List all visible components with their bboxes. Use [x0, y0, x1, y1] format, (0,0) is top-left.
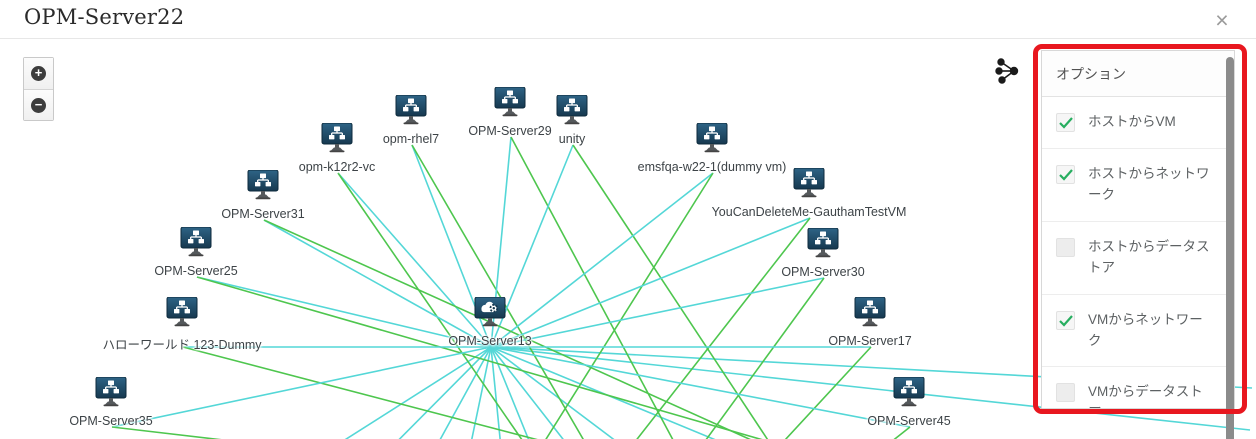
option-row[interactable]: ホストからネットワーク — [1042, 149, 1234, 222]
node-label: ハローワールド 123-Dummy — [102, 338, 262, 352]
link-vm-to-network — [510, 136, 674, 439]
link-vm-to-network — [572, 144, 769, 439]
link-vm-to-network — [337, 172, 523, 439]
map-node[interactable]: YouCanDeleteMe-GauthamTestVM — [679, 167, 939, 219]
option-row[interactable]: ホストからデータストア — [1042, 222, 1234, 295]
node-label: OPM-Server13 — [448, 334, 532, 348]
checkbox-unchecked-icon[interactable] — [1056, 237, 1075, 257]
link-host-to-vm — [490, 172, 714, 348]
node-label: YouCanDeleteMe-GauthamTestVM — [711, 205, 907, 219]
options-panel: オプション ホストからVM ホストからネットワークホストからデータストア VMからネ… — [1041, 50, 1235, 409]
map-node[interactable]: emsfqa-w22-1(dummy vm) — [582, 122, 842, 174]
share-layout-icon[interactable] — [995, 57, 1021, 87]
option-label: ホストからネットワーク — [1088, 165, 1210, 202]
host-icon — [95, 376, 127, 407]
map-node[interactable]: OPM-Server35 — [0, 376, 241, 428]
node-label: opm-k12r2-vc — [298, 160, 376, 174]
link-host-to-vm — [490, 217, 811, 348]
host-icon — [893, 376, 925, 407]
option-label: ホストからデータストア — [1088, 238, 1210, 275]
checkbox-checked-icon[interactable] — [1056, 113, 1075, 132]
close-icon[interactable]: × — [1215, 7, 1229, 33]
host-icon — [166, 296, 198, 327]
host-icon — [321, 122, 353, 153]
link-host-to-vm — [490, 346, 530, 439]
zoom-out-button[interactable]: − — [24, 89, 53, 120]
link-vm-to-network — [545, 172, 714, 439]
link-vm-to-network — [636, 217, 811, 439]
link-host-to-vm — [490, 346, 501, 439]
option-label: ホストからVM — [1088, 114, 1176, 129]
link-host-to-vm — [490, 346, 1251, 431]
link-vm-to-network — [182, 346, 538, 439]
link-host-to-vm — [471, 346, 492, 439]
zoom-in-button[interactable]: + — [24, 58, 53, 89]
link-host-to-vm — [490, 346, 911, 428]
map-node[interactable]: OPM-Server45 — [779, 376, 1039, 428]
map-node[interactable]: OPM-Server13 — [360, 296, 620, 348]
host-icon — [494, 86, 526, 117]
map-node[interactable]: unity — [442, 94, 702, 146]
map-node[interactable]: OPM-Server31 — [133, 169, 393, 221]
link-host-to-vm — [196, 276, 492, 348]
host-icon — [854, 296, 886, 327]
zoom-controls: + − — [23, 57, 54, 121]
link-host-to-vm — [490, 346, 564, 439]
node-label: OPM-Server35 — [69, 414, 153, 428]
link-vm-to-network — [263, 219, 752, 439]
node-label: unity — [558, 132, 586, 146]
link-host-to-vm — [111, 346, 492, 428]
link-vm-to-network — [411, 144, 584, 439]
panel-scrollbar[interactable] — [1226, 57, 1234, 439]
link-vm-to-network — [111, 426, 222, 439]
link-vm-to-network — [196, 276, 763, 439]
link-vm-to-network — [893, 426, 911, 439]
map-node[interactable]: OPM-Server17 — [740, 296, 1000, 348]
minus-icon: − — [31, 97, 46, 113]
host-icon — [180, 226, 212, 257]
map-node[interactable]: OPM-Server29 — [380, 86, 640, 138]
option-label: VMからデータストア — [1088, 384, 1203, 408]
link-host-to-vm — [398, 346, 492, 439]
checkbox-unchecked-icon[interactable] — [1056, 383, 1075, 403]
plus-icon: + — [31, 66, 46, 81]
node-label: OPM-Server30 — [781, 265, 865, 279]
esx-host-icon — [474, 296, 506, 327]
option-row[interactable]: VMからデータストア — [1042, 367, 1234, 408]
host-icon — [395, 94, 427, 125]
link-host-to-vm — [337, 172, 492, 348]
option-row[interactable]: ホストからVM — [1042, 97, 1234, 149]
map-node[interactable]: opm-k12r2-vc — [207, 122, 467, 174]
checkbox-checked-icon[interactable] — [1056, 164, 1075, 184]
node-label: OPM-Server25 — [154, 264, 238, 278]
host-icon — [247, 169, 279, 200]
link-host-to-vm — [490, 346, 615, 439]
link-vm-to-network — [784, 346, 872, 439]
node-label: OPM-Server29 — [468, 124, 552, 138]
host-icon — [793, 167, 825, 198]
link-vm-to-network — [705, 277, 825, 439]
node-label: OPM-Server31 — [221, 207, 305, 221]
link-host-to-vm — [344, 346, 492, 439]
link-host-to-vm — [263, 219, 492, 348]
options-panel-title: オプション — [1042, 51, 1234, 97]
host-icon — [696, 122, 728, 153]
option-row[interactable]: VMからネットワーク — [1042, 295, 1234, 368]
map-node[interactable]: ハローワールド 123-Dummy — [52, 296, 312, 353]
node-label: opm-rhel7 — [382, 132, 440, 146]
node-label: OPM-Server45 — [867, 414, 951, 428]
map-node[interactable]: OPM-Server30 — [693, 227, 953, 279]
map-node[interactable]: opm-rhel7 — [281, 94, 541, 146]
node-label: OPM-Server17 — [828, 334, 912, 348]
host-icon — [807, 227, 839, 258]
checkbox-checked-icon[interactable] — [1056, 310, 1075, 330]
host-icon — [556, 94, 588, 125]
node-label: emsfqa-w22-1(dummy vm) — [637, 160, 787, 174]
link-host-to-vm — [490, 277, 825, 348]
title-divider — [0, 38, 1256, 39]
page-title: OPM-Server22 — [24, 5, 185, 29]
option-label: VMからネットワーク — [1088, 311, 1203, 348]
map-node[interactable]: OPM-Server25 — [66, 226, 326, 278]
link-host-to-vm — [439, 346, 492, 439]
